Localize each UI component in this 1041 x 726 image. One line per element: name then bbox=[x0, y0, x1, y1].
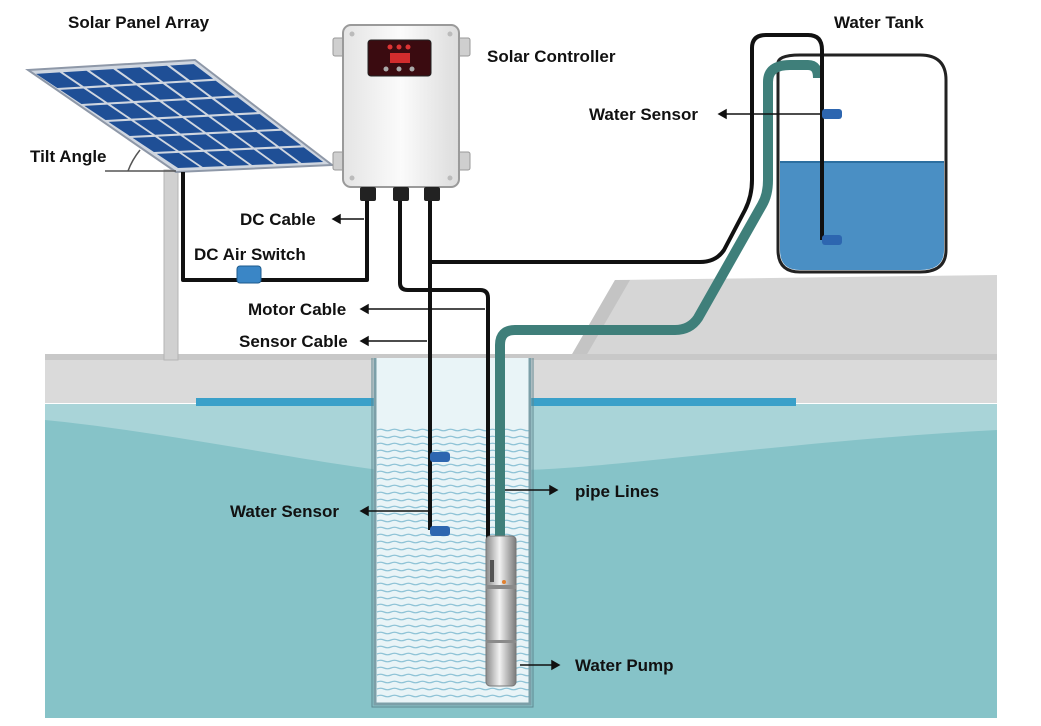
well-water-line bbox=[376, 687, 532, 691]
pipe-line bbox=[495, 60, 823, 540]
panel-cell bbox=[181, 151, 225, 167]
panel-cell bbox=[86, 86, 131, 103]
label-arrows bbox=[331, 108, 820, 671]
panel-cell bbox=[89, 69, 134, 85]
label-water-sensor-well: Water Sensor bbox=[230, 502, 339, 521]
panel-cell bbox=[36, 72, 81, 88]
panel-cell bbox=[132, 136, 176, 152]
well-water-lines bbox=[376, 428, 532, 698]
dc-air-switch bbox=[236, 265, 262, 284]
panel-cell bbox=[139, 83, 183, 100]
label-solar-panel-array: Solar Panel Array bbox=[68, 13, 210, 32]
panel-cell bbox=[183, 134, 227, 150]
panel-cell bbox=[134, 119, 178, 135]
well-water-line bbox=[376, 428, 532, 432]
panel-cell bbox=[185, 116, 229, 133]
panel-cell bbox=[62, 70, 108, 87]
well-water-line bbox=[376, 449, 532, 453]
panel-cell bbox=[208, 133, 252, 149]
labels: Solar Panel Array Solar Controller Water… bbox=[30, 13, 924, 675]
panel-cells bbox=[36, 64, 324, 168]
panel-cell bbox=[206, 150, 250, 166]
panel-cell bbox=[84, 104, 129, 120]
well-water-line bbox=[376, 435, 532, 439]
well-water-line bbox=[376, 526, 532, 530]
panel-cell bbox=[159, 118, 203, 134]
label-sensor-cable: Sensor Cable bbox=[239, 332, 348, 351]
panel-cell bbox=[281, 147, 324, 163]
label-water-tank: Water Tank bbox=[834, 13, 924, 32]
well-water-line bbox=[376, 512, 532, 516]
panel-cell bbox=[170, 64, 214, 81]
panel-cell bbox=[211, 115, 254, 132]
solar-panel-array bbox=[25, 58, 335, 361]
panel-cell bbox=[162, 100, 206, 116]
panel-cell bbox=[214, 97, 258, 114]
label-dc-cable: DC Cable bbox=[240, 210, 316, 229]
well-water-line bbox=[376, 484, 532, 488]
panel-cell bbox=[108, 120, 153, 136]
panel-cell bbox=[156, 152, 200, 168]
water-pump bbox=[485, 535, 517, 687]
label-water-pump: Water Pump bbox=[575, 656, 674, 675]
well-water-line bbox=[376, 694, 532, 698]
panel-cell bbox=[256, 148, 299, 164]
well-water-line bbox=[376, 442, 532, 446]
motor-cable bbox=[398, 201, 490, 540]
well-water-line bbox=[376, 477, 532, 481]
panel-cell bbox=[231, 149, 274, 165]
well-water-line bbox=[376, 470, 532, 474]
well-water-line bbox=[376, 533, 532, 537]
dc-cable bbox=[181, 172, 369, 282]
label-dc-air-switch: DC Air Switch bbox=[194, 245, 306, 264]
water-sensors bbox=[430, 109, 842, 536]
panel-cell bbox=[110, 103, 155, 119]
panel-cell bbox=[188, 98, 232, 115]
label-tilt-angle: Tilt Angle bbox=[30, 147, 107, 166]
well-water-line bbox=[376, 491, 532, 495]
water-tank bbox=[776, 53, 948, 274]
tank-sensor-low bbox=[822, 235, 842, 245]
panel-cell bbox=[136, 101, 180, 118]
label-solar-controller: Solar Controller bbox=[487, 47, 616, 66]
solar-controller bbox=[332, 24, 471, 201]
panel-cell bbox=[143, 65, 187, 82]
well-water-line bbox=[376, 519, 532, 523]
well-sensor-high bbox=[430, 452, 450, 462]
label-pipe-lines: pipe Lines bbox=[575, 482, 659, 501]
panel-cell bbox=[116, 67, 161, 84]
panel-cell bbox=[113, 85, 157, 102]
tank-water bbox=[780, 162, 944, 270]
well-water-line bbox=[376, 505, 532, 509]
label-water-sensor-tank: Water Sensor bbox=[589, 105, 698, 124]
panel-cell bbox=[237, 114, 280, 130]
well-water-line bbox=[376, 456, 532, 460]
well-sensor-low bbox=[430, 526, 450, 536]
panel-cell bbox=[166, 82, 209, 99]
tank-sensor-high bbox=[822, 109, 842, 119]
label-motor-cable: Motor Cable bbox=[248, 300, 346, 319]
well-water-line bbox=[376, 498, 532, 502]
well-water-line bbox=[376, 463, 532, 467]
panel-cell bbox=[234, 131, 277, 148]
panel-cell bbox=[259, 130, 302, 147]
panel-cell bbox=[158, 135, 201, 151]
panel-cell bbox=[192, 80, 236, 97]
panel-cell bbox=[60, 88, 105, 104]
